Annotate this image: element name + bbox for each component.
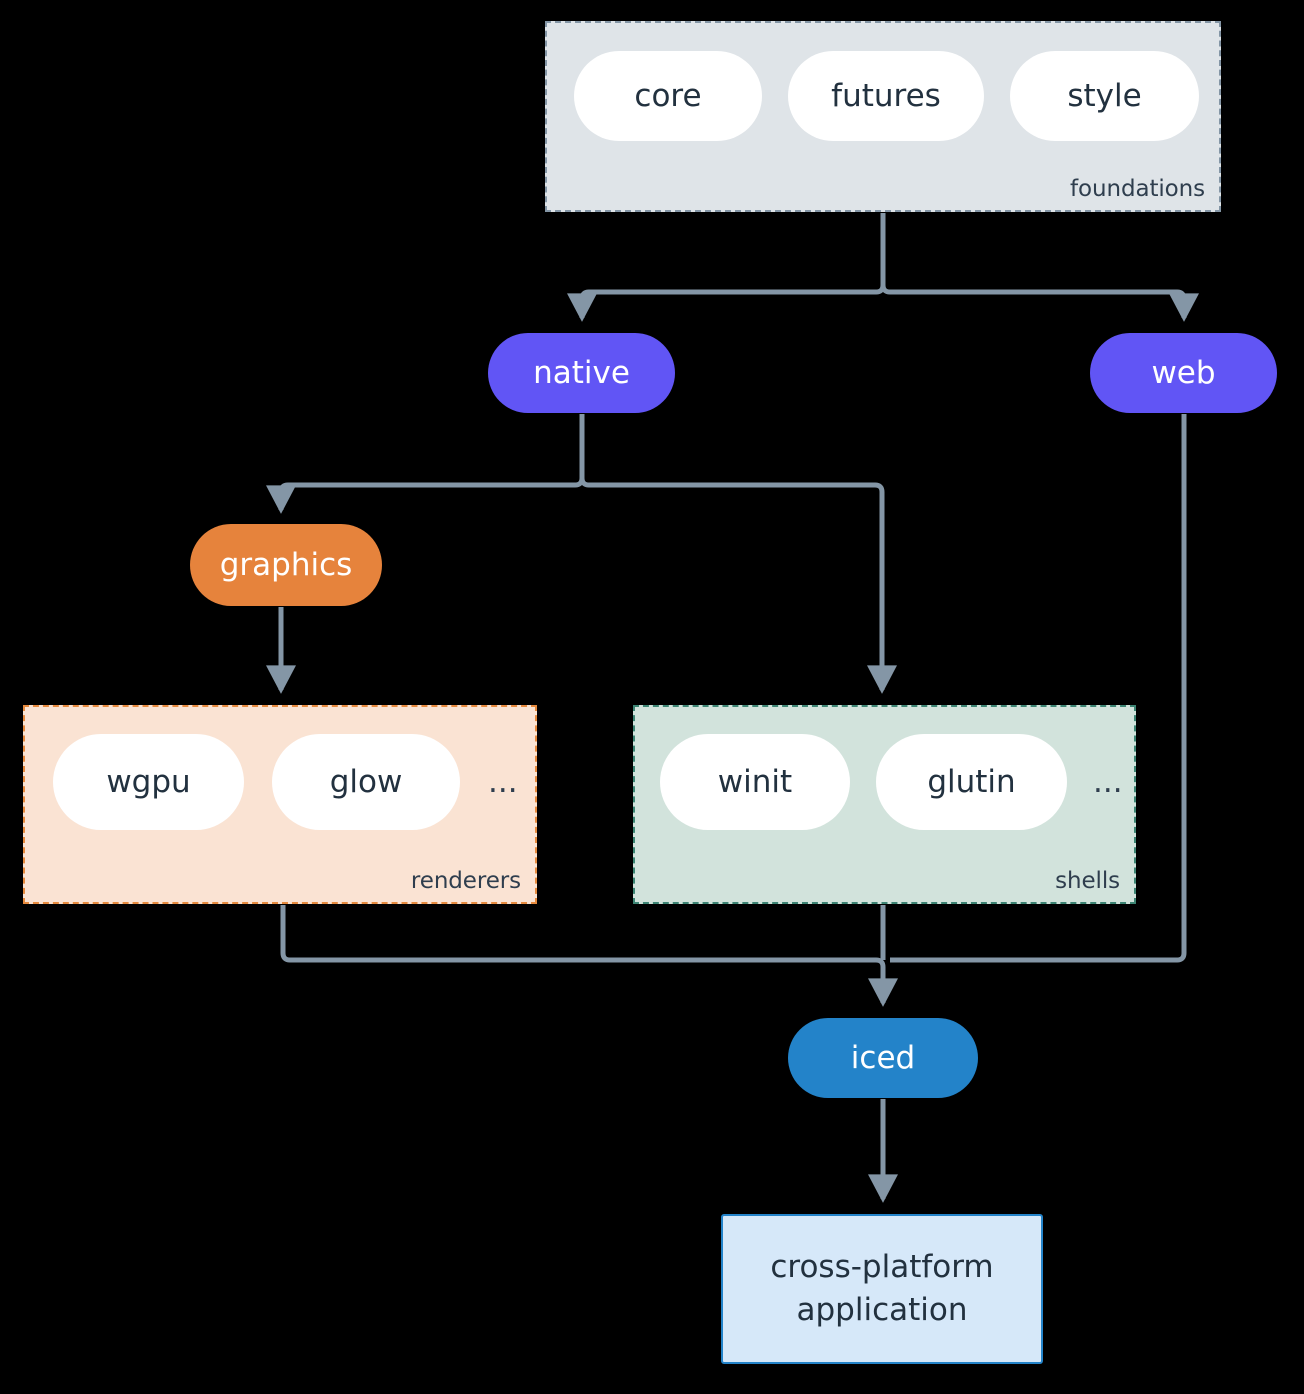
group-foundations: core futures style foundations [545,21,1221,212]
group-label-renderers: renderers [410,868,521,894]
pill-style[interactable]: style [1010,51,1199,141]
edge-renderers-to-iced [280,905,898,1007]
node-iced[interactable]: iced [788,1018,978,1098]
renderers-pill-row: wgpu glow ... [53,734,563,830]
pill-wgpu[interactable]: wgpu [53,734,244,830]
group-label-foundations: foundations [1070,176,1205,202]
pill-winit[interactable]: winit [660,734,850,830]
pill-futures[interactable]: futures [788,51,984,141]
group-label-shells: shells [1055,868,1120,894]
group-renderers: wgpu glow ... renderers [23,705,537,904]
application-label-line2: application [796,1292,968,1328]
node-native[interactable]: native [488,333,675,413]
edge-foundations-to-native [567,213,886,322]
edge-native-to-shells [579,477,897,694]
shells-more-ellipsis: ... [1093,763,1123,800]
pill-core[interactable]: core [574,51,762,141]
pill-glow[interactable]: glow [272,734,460,830]
foundations-pill-row: core futures style [574,51,1246,141]
edge-native-to-graphics [266,414,585,514]
application-label-line1: cross-platform [770,1249,994,1286]
node-graphics[interactable]: graphics [190,524,382,606]
node-web[interactable]: web [1090,333,1277,413]
group-shells: winit glutin ... shells [633,705,1136,904]
edge-foundations-to-web [880,284,1199,322]
renderers-more-ellipsis: ... [488,763,518,800]
node-cross-platform-application[interactable]: cross-platform application [721,1214,1043,1364]
pill-glutin[interactable]: glutin [876,734,1067,830]
shells-pill-row: winit glutin ... [660,734,1159,830]
